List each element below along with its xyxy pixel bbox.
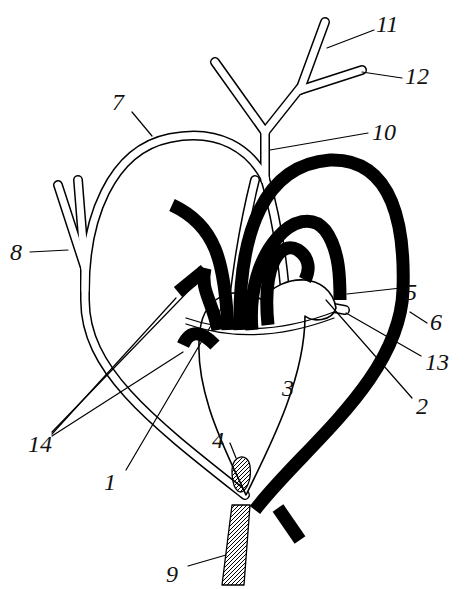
callout-number: 2 <box>416 394 428 418</box>
callout-number: 8 <box>10 240 22 264</box>
callout-number: 3 <box>282 376 294 400</box>
hatched-structure <box>232 457 250 492</box>
callout-number: 6 <box>430 310 442 334</box>
hatched-vessel <box>222 505 250 585</box>
callout-number: 10 <box>372 120 396 144</box>
artery <box>172 160 403 540</box>
vein-fill <box>58 22 362 495</box>
callout-number: 12 <box>405 64 429 88</box>
callout-number: 14 <box>28 432 52 456</box>
callout-number: 4 <box>212 428 224 452</box>
callout-number: 5 <box>405 280 417 304</box>
callout-number: 11 <box>376 12 398 36</box>
callout-number: 9 <box>166 562 178 586</box>
callout-number: 1 <box>104 470 116 494</box>
vein-outline <box>58 22 362 495</box>
callout-number: 7 <box>112 90 124 114</box>
callout-number: 13 <box>425 350 449 374</box>
leader-line <box>30 30 427 566</box>
